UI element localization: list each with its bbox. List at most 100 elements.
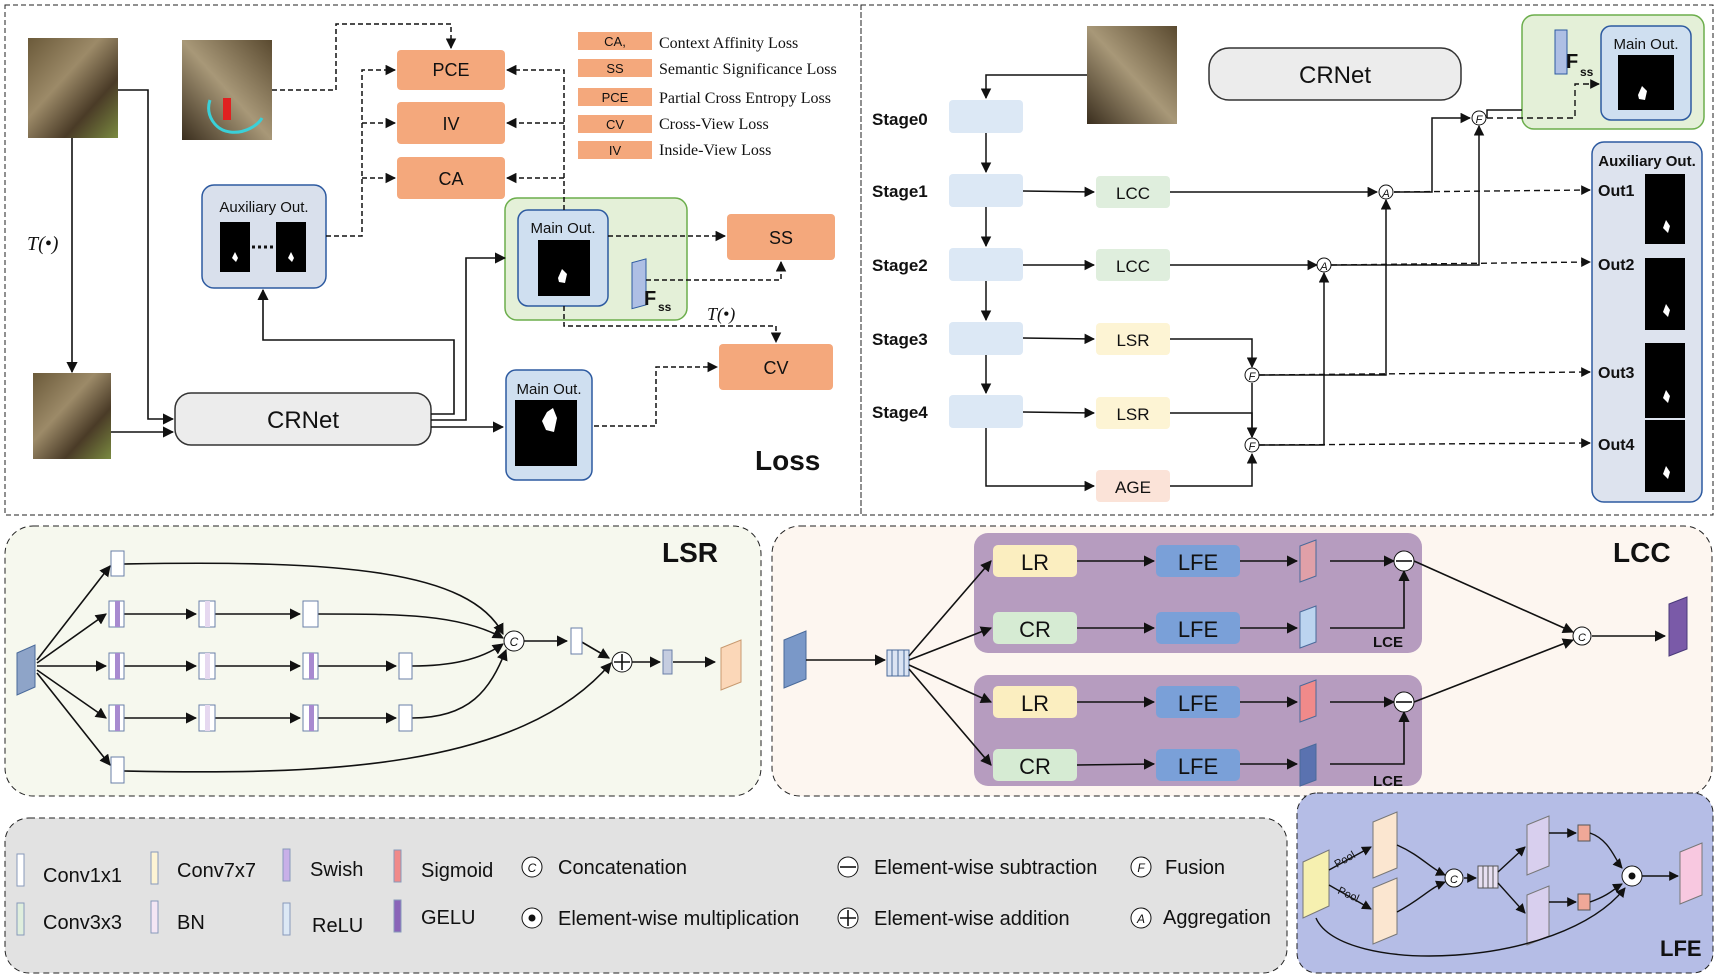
main-mask-1 (538, 240, 590, 296)
main-out-label-2: Main Out. (516, 381, 581, 398)
conv7x7-swatch (150, 851, 159, 885)
legend-cv-chip (578, 115, 652, 133)
loss-section: T(•) CRNet Auxiliary Out. Main Out. F ss… (27, 23, 837, 481)
relu-swatch (282, 902, 291, 936)
out4-spot (1663, 466, 1670, 479)
fusion-sym-3: F (1476, 114, 1484, 126)
lr-label-1: LR (1021, 550, 1049, 575)
cv-box (719, 344, 833, 390)
lfe-pool-tensor-1 (1372, 811, 1398, 879)
out2-mask (1645, 258, 1685, 330)
lsr-module-2 (1096, 397, 1170, 429)
legend-fusion: Fusion (1165, 857, 1225, 879)
stage1-block (949, 174, 1023, 207)
transform-label-2: T(•) (707, 304, 735, 325)
legend-bn: BN (177, 912, 205, 934)
out1-spot (1663, 220, 1670, 233)
loss-title: Loss (755, 445, 820, 476)
crnet-block-right (1208, 47, 1462, 101)
lfe-label-1: LFE (1178, 550, 1218, 575)
sigmoid-swatch (393, 849, 402, 883)
lfe-gate-1 (1577, 824, 1591, 842)
out3-label: Out3 (1598, 365, 1635, 382)
legend-gelu: GELU (421, 907, 475, 929)
legend-pce-chip (578, 88, 652, 106)
stage0-label: Stage0 (872, 110, 928, 129)
lcc-panel: LCC LR CR LR CR LFE LFE LFE LFE (771, 525, 1713, 797)
legend-conv3x3: Conv3x3 (43, 912, 122, 934)
lfe-branch-tensor-1 (1526, 815, 1550, 876)
out1-mask (1645, 174, 1685, 244)
scribble-stroke (207, 99, 264, 134)
lsr-input-tensor (16, 644, 36, 696)
lfe-panel: LFE Pool Pool C (1296, 792, 1714, 974)
stage3-block (949, 322, 1023, 355)
fss-sub-left: ss (658, 300, 672, 314)
lfe-concat-lines (1482, 866, 1494, 888)
transform-label: T(•) (27, 233, 59, 255)
cv-label: CV (763, 358, 788, 378)
lfe-multiply-dot (1628, 872, 1636, 880)
crnet-frame (860, 4, 1714, 516)
multiply-icon-dot (528, 914, 536, 922)
ca-box (397, 157, 505, 199)
stage-blocks (949, 100, 1023, 428)
lsr-add-plus (614, 654, 630, 670)
lsr-arrows (36, 562, 717, 773)
fss-plate-left (631, 258, 647, 310)
stage4-block (949, 395, 1023, 428)
lsr-module-1-label: LSR (1116, 331, 1149, 350)
out2-spot (1663, 304, 1670, 317)
fusion-icon-letter: F (1137, 861, 1145, 875)
agg-sym-1: A (1381, 188, 1389, 200)
conv3x3-swatch (16, 902, 25, 936)
legend-iv-text: Inside-View Loss (659, 142, 771, 159)
aggregation-icon-letter: A (1136, 912, 1145, 926)
legend-pce-abbr: PCE (602, 90, 629, 105)
lcc-module-2-label: LCC (1116, 257, 1150, 276)
concat-icon-letter: C (528, 861, 537, 875)
loss-legend: CA, Context Affinity Loss SS Semantic Si… (578, 32, 837, 159)
lfe-label-4: LFE (1178, 754, 1218, 779)
crnet-main-mask-spot (1638, 86, 1647, 100)
legend-subtraction: Element-wise subtraction (874, 857, 1097, 879)
ca-label: CA (438, 169, 463, 189)
legend-cv-abbr: CV (606, 117, 624, 132)
out4-label: Out4 (1598, 437, 1635, 454)
swish-swatch (282, 848, 291, 882)
crnet-main-out-label: Main Out. (1613, 36, 1678, 53)
lcc-concat-symbol (1572, 626, 1592, 646)
stage1-label: Stage1 (872, 182, 928, 201)
legend-relu: ReLU (312, 915, 363, 937)
fusion-icon (1130, 856, 1152, 878)
out3-spot (1663, 390, 1670, 403)
crnet-input-image (1087, 26, 1177, 124)
lfe-gate-2 (1577, 893, 1591, 911)
lcc-concat-letter: C (1578, 632, 1586, 644)
crnet-fss-label: F (1566, 51, 1578, 73)
stage2-block (949, 248, 1023, 281)
main-mask-1-spot (558, 269, 567, 283)
age-module-label: AGE (1115, 478, 1151, 497)
cr-label-2: CR (1019, 754, 1051, 779)
loss-dashed-arrows (272, 23, 787, 427)
legend-addition: Element-wise addition (874, 908, 1070, 930)
lsr-module-2-label: LSR (1116, 405, 1149, 424)
fusion-sym-1: F (1249, 371, 1257, 383)
legend-multiplication: Element-wise multiplication (558, 908, 799, 930)
lsr-frame (4, 525, 762, 797)
lcc-module-2 (1096, 249, 1170, 281)
lce-label-2: LCE (1373, 773, 1403, 790)
lfe-concat-symbol (1444, 868, 1464, 888)
aux-mask-2 (276, 222, 306, 272)
legend-cv-text: Cross-View Loss (659, 116, 769, 133)
lcc-module-1-label: LCC (1116, 184, 1150, 203)
crnet-section: CRNet Stage0 Stage1 Stage2 Stage3 Stage4… (872, 14, 1705, 503)
agg-sym-2: A (1319, 261, 1327, 273)
symbol-legend: Conv1x1 Conv7x7 Swish Sigmoid Concatenat… (4, 817, 1288, 974)
lsr-output-tensor (720, 639, 742, 691)
lfe-label-3: LFE (1178, 691, 1218, 716)
main-mask-2-spot (542, 408, 557, 432)
main-out-label-1: Main Out. (530, 220, 595, 237)
